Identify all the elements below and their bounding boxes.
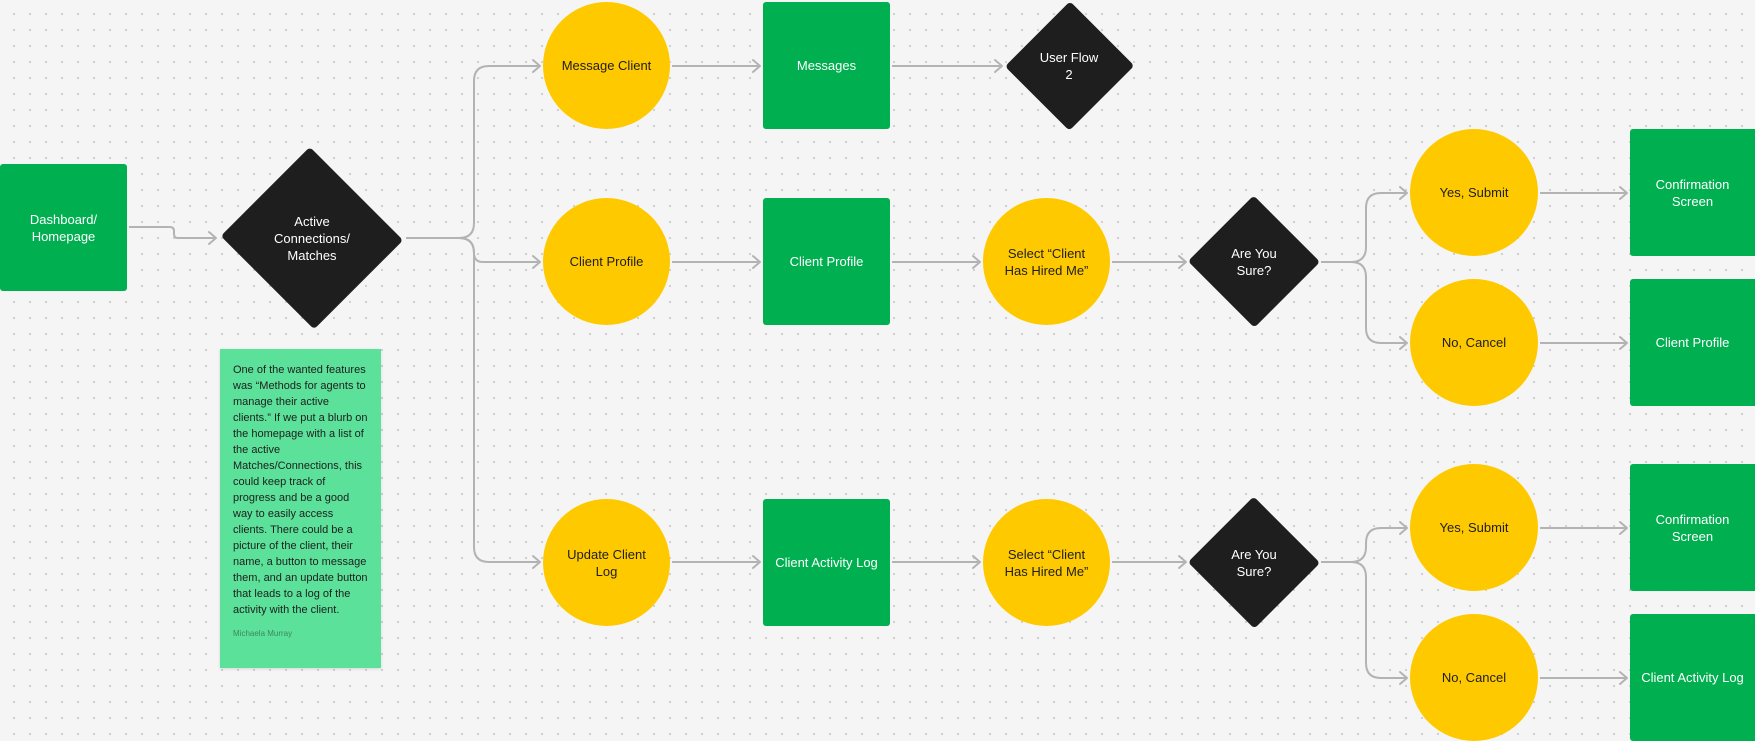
arrowhead-icon (752, 255, 761, 269)
node-label: Update Client Log (567, 546, 646, 579)
active-connections-decision[interactable]: Active Connections/ Matches (218, 146, 406, 330)
arrowhead-icon (1178, 555, 1187, 569)
client-activity-log-screen[interactable]: Client Activity Log (763, 499, 890, 626)
arrowhead-icon (532, 59, 541, 73)
arrowhead-icon (1178, 255, 1187, 269)
edge-active-to-message-client (406, 65, 540, 239)
arrowhead-icon (1399, 671, 1408, 685)
user-flow-2-decision[interactable]: User Flow 2 (1004, 0, 1134, 132)
node-label: No, Cancel (1441, 335, 1507, 350)
arrowhead-icon (1619, 336, 1628, 350)
yes-submit-action-1[interactable]: Yes, Submit (1410, 129, 1538, 256)
node-label: Confirmation Screen (1655, 176, 1730, 209)
client-profile-action[interactable]: Client Profile (543, 198, 670, 325)
arrowhead-icon (752, 555, 761, 569)
node-label: Messages (796, 58, 857, 73)
select-client-hired-action-1[interactable]: Select “Client Has Hired Me” (983, 198, 1110, 325)
arrowhead-icon (994, 59, 1003, 73)
node-label: Are You Sure? (1231, 546, 1277, 579)
dashboard-homepage-node[interactable]: Dashboard/ Homepage (0, 164, 127, 291)
arrowhead-icon (532, 555, 541, 569)
are-you-sure-decision-2[interactable]: Are You Sure? (1187, 496, 1321, 629)
arrowhead-icon (1399, 186, 1408, 200)
arrowhead-icon (1619, 671, 1628, 685)
select-client-hired-action-2[interactable]: Select “Client Has Hired Me” (983, 499, 1110, 626)
node-label: Yes, Submit (1439, 185, 1509, 200)
arrowhead-icon (972, 555, 981, 569)
node-label: Message Client (561, 58, 652, 73)
messages-screen[interactable]: Messages (763, 2, 890, 129)
edge-are-you-sure-2-to-yes (1321, 527, 1407, 563)
node-label: Client Activity Log (775, 555, 878, 570)
sticky-note[interactable]: One of the wanted features was “Methods … (220, 349, 381, 668)
edge-are-you-sure-2-to-no (1321, 561, 1407, 679)
client-activity-log-return-screen[interactable]: Client Activity Log (1630, 614, 1755, 741)
confirmation-screen-2[interactable]: Confirmation Screen (1630, 464, 1755, 591)
no-cancel-action-1[interactable]: No, Cancel (1410, 279, 1538, 406)
edge-dashboard-to-active (129, 226, 216, 239)
arrowhead-icon (1399, 521, 1408, 535)
arrowhead-icon (972, 255, 981, 269)
node-label: No, Cancel (1441, 670, 1507, 685)
arrowhead-icon (752, 59, 761, 73)
node-label: Dashboard/ Homepage (29, 211, 98, 244)
client-profile-screen[interactable]: Client Profile (763, 198, 890, 325)
node-label: Active Connections/ Matches (274, 213, 350, 263)
client-profile-return-screen[interactable]: Client Profile (1630, 279, 1755, 406)
node-label: Client Profile (569, 254, 644, 269)
edge-active-to-update-log (406, 237, 540, 563)
message-client-action[interactable]: Message Client (543, 2, 670, 129)
arrowhead-icon (1399, 336, 1408, 350)
no-cancel-action-2[interactable]: No, Cancel (1410, 614, 1538, 741)
node-label: Confirmation Screen (1655, 511, 1730, 544)
edge-are-you-sure-1-to-no (1321, 261, 1407, 344)
arrowhead-icon (1619, 521, 1628, 535)
node-label: Client Activity Log (1641, 670, 1744, 685)
connector-layer (129, 59, 1628, 685)
node-label: User Flow 2 (1039, 50, 1099, 82)
sticky-note-author: Michaela Murray (233, 629, 293, 638)
node-label: Are You Sure? (1231, 245, 1277, 278)
sticky-note-text: One of the wanted features was “Methods … (233, 364, 368, 616)
node-label: Select “Client Has Hired Me” (1004, 546, 1089, 579)
node-label: Client Profile (789, 254, 864, 269)
node-label: Client Profile (1655, 335, 1730, 350)
confirmation-screen-1[interactable]: Confirmation Screen (1630, 129, 1755, 256)
yes-submit-action-2[interactable]: Yes, Submit (1410, 464, 1538, 591)
node-label: Select “Client Has Hired Me” (1004, 245, 1089, 278)
arrowhead-icon (1619, 186, 1628, 200)
arrowhead-icon (208, 231, 217, 245)
edge-are-you-sure-1-to-yes (1321, 192, 1407, 263)
node-label: Yes, Submit (1439, 520, 1509, 535)
update-client-log-action[interactable]: Update Client Log (543, 499, 670, 626)
are-you-sure-decision-1[interactable]: Are You Sure? (1187, 195, 1321, 328)
arrowhead-icon (532, 255, 541, 269)
